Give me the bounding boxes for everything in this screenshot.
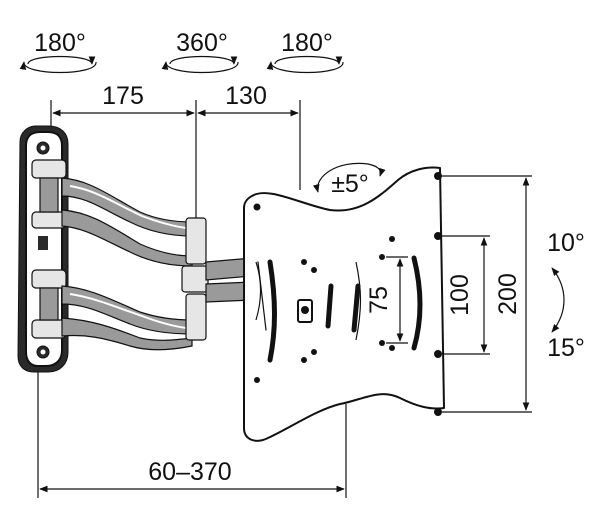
tilt-arrow-icon bbox=[551, 267, 565, 333]
rotation-indicator-middle: 360° bbox=[161, 29, 239, 74]
tilt-indicator: 10° 15° bbox=[547, 229, 585, 362]
slot-right bbox=[411, 255, 423, 351]
tv-plate-outline bbox=[243, 166, 445, 442]
rotation-arrow-icon bbox=[274, 55, 343, 65]
extension-label: 60–370 bbox=[148, 458, 231, 486]
lower-arm bbox=[61, 285, 193, 351]
vesa-75-label: 75 bbox=[365, 286, 393, 314]
rotation-right-label: 180° bbox=[281, 29, 333, 57]
middle-pivot bbox=[181, 217, 253, 341]
rotation-arrow-icon bbox=[27, 55, 96, 65]
tilt-up-label: 10° bbox=[547, 229, 585, 257]
rotation-arrow-icon bbox=[266, 61, 344, 74]
rotation-arrow-icon bbox=[19, 61, 97, 74]
arm-length-dimensions: 175 130 bbox=[50, 82, 301, 218]
tilt-down-label: 15° bbox=[547, 334, 585, 362]
arm-first-length-label: 175 bbox=[102, 82, 144, 110]
tv-plate bbox=[243, 166, 445, 442]
rotation-indicator-right: 180° bbox=[266, 29, 344, 74]
slot-left bbox=[257, 261, 267, 331]
arm-second-length-label: 130 bbox=[225, 82, 267, 110]
vesa-200-label: 200 bbox=[494, 273, 522, 315]
slot-center-left bbox=[325, 283, 334, 329]
vesa-100-label: 100 bbox=[446, 274, 474, 316]
swivel-indicator: ±5° bbox=[312, 162, 386, 198]
rotation-indicator-left: 180° bbox=[19, 29, 97, 74]
rotation-middle-label: 360° bbox=[176, 29, 228, 57]
upper-arm bbox=[61, 177, 193, 267]
extension-dimension: 60–370 bbox=[37, 372, 347, 498]
rotation-arrow-icon bbox=[169, 55, 238, 65]
slot-center-right bbox=[351, 283, 361, 333]
swivel-label: ±5° bbox=[331, 170, 369, 198]
vesa-dimensions: 75 100 200 bbox=[365, 175, 532, 413]
slot-far-left bbox=[267, 259, 277, 363]
rotation-left-label: 180° bbox=[34, 29, 86, 57]
rotation-arrow-icon bbox=[161, 61, 239, 74]
wall-hinges bbox=[31, 159, 67, 339]
